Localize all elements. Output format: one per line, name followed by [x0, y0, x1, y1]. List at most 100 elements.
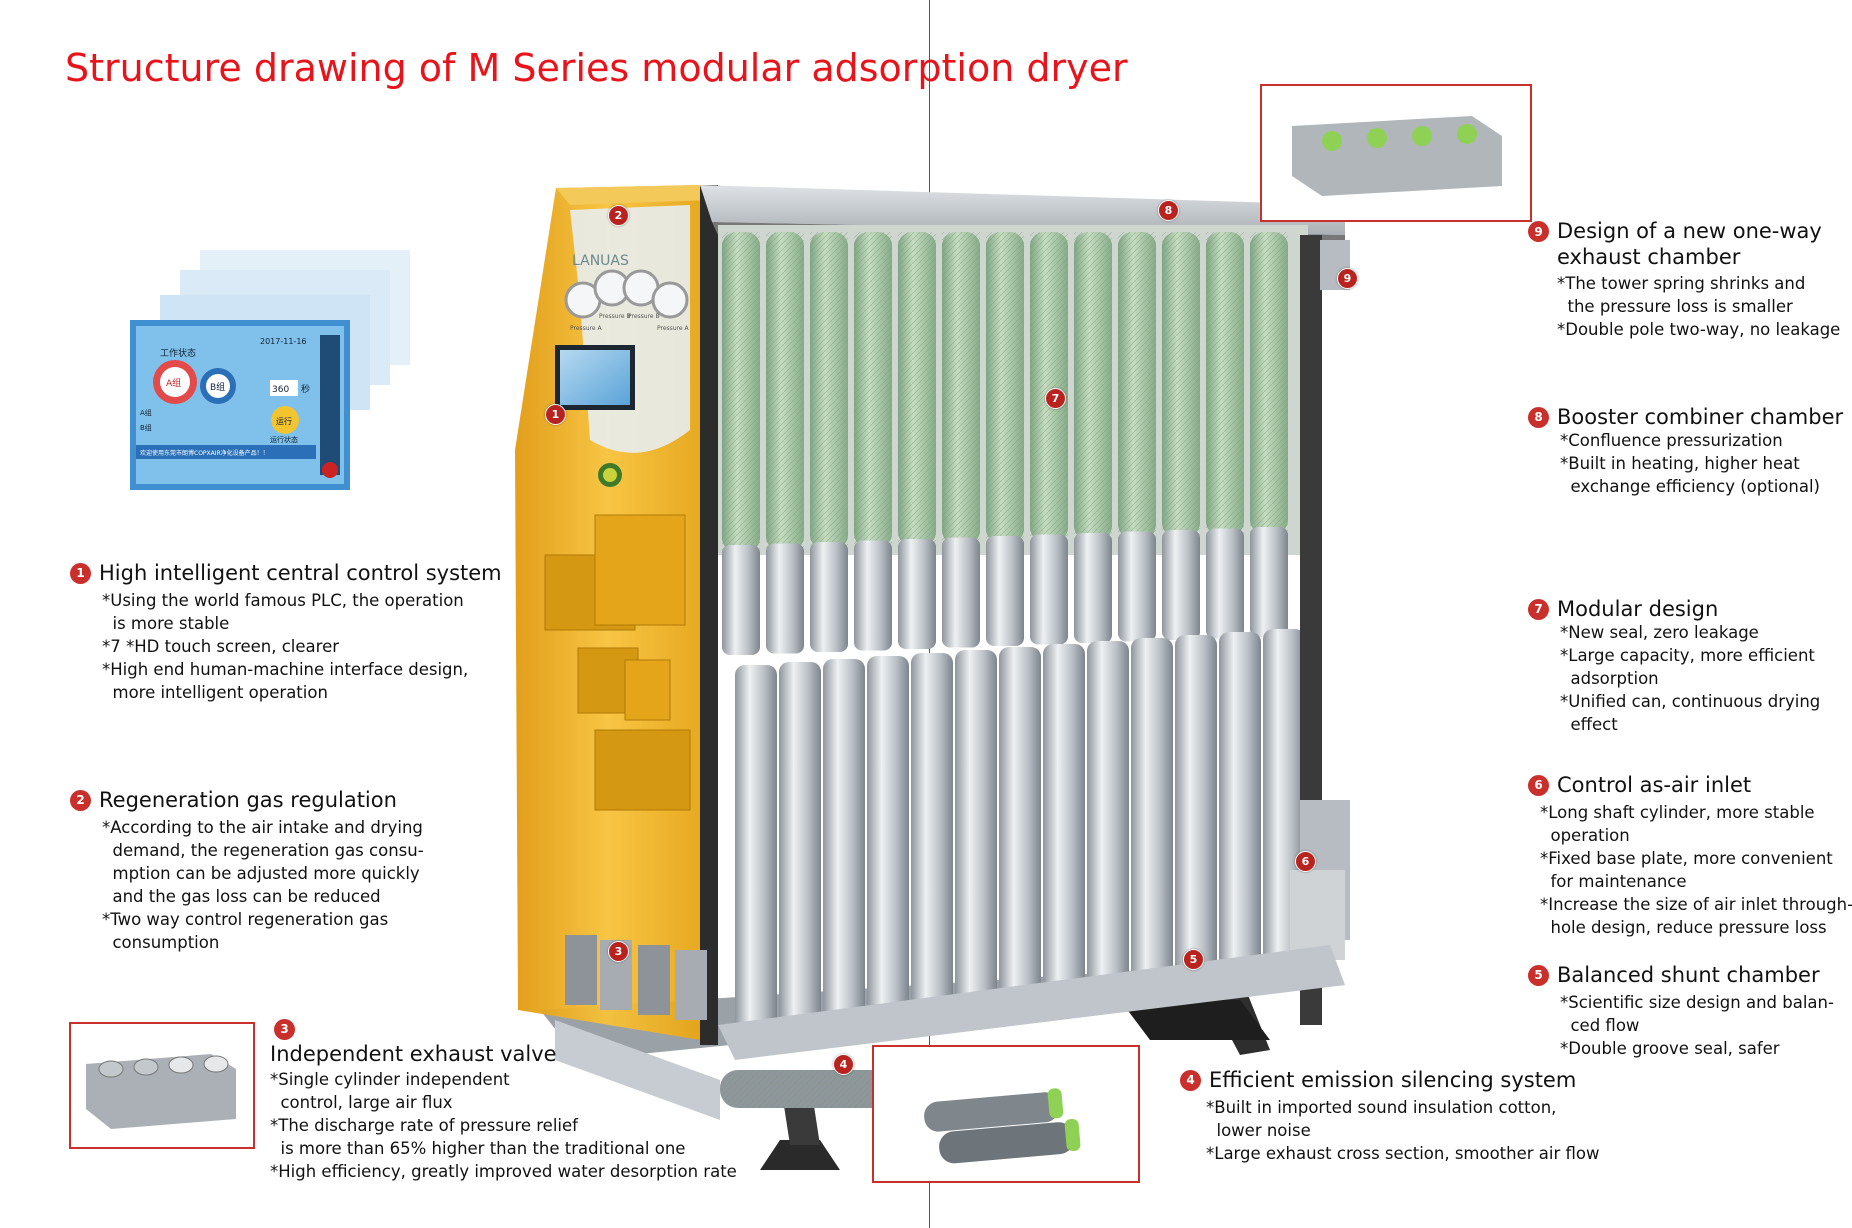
- marker-1: 1: [545, 404, 566, 425]
- marker-9: 9: [1337, 268, 1358, 289]
- front-panel-3: [823, 659, 865, 1032]
- callout-3: 3 Independent exhaust valve *Single cyli…: [270, 1018, 737, 1183]
- callout-line: *Large capacity, more efficient: [1560, 646, 1815, 665]
- callout-6-heading: Control as-air inlet: [1557, 773, 1752, 797]
- callout-9: 9 Design of a new one-way exhaust chambe…: [1528, 218, 1841, 341]
- front-panel-12: [1219, 632, 1261, 974]
- module-cylinder-6: [942, 537, 980, 648]
- hmi-run-button: 运行: [276, 416, 292, 426]
- hmi-group-b: B组: [210, 381, 225, 393]
- callout-line: *According to the air intake and drying: [102, 818, 423, 837]
- callout-line: demand, the regeneration gas consu-: [102, 841, 424, 860]
- callout-line: *Confluence pressurization: [1560, 431, 1783, 450]
- svg-text:Pressure B: Pressure B: [599, 313, 631, 320]
- callout-line: *Built in heating, higher heat: [1560, 454, 1800, 473]
- page-title: Structure drawing of M Series modular ad…: [65, 46, 1128, 90]
- callout-line: hole design, reduce pressure loss: [1540, 918, 1827, 937]
- callout-line: *Double groove seal, safer: [1560, 1039, 1780, 1058]
- hmi-row-a: A组: [140, 408, 152, 417]
- module-cylinder-9: [1074, 533, 1112, 643]
- module-cylinder-2: [766, 543, 804, 654]
- module-cylinder-4: [854, 540, 892, 651]
- badge-1: 1: [70, 562, 91, 584]
- callout-4-heading: Efficient emission silencing system: [1209, 1068, 1577, 1092]
- callout-line: effect: [1560, 715, 1618, 734]
- module-cylinder-7: [986, 536, 1024, 646]
- module-cylinder-13: [1250, 527, 1288, 637]
- hmi-group-a: A组: [166, 377, 181, 389]
- front-panel-8: [1043, 644, 1085, 1000]
- marker-4: 4: [833, 1054, 854, 1075]
- callout-5-heading: Balanced shunt chamber: [1557, 963, 1820, 987]
- hmi-screen-stack: 工作状态 A组 B组 2017-11-16 360 秒 运行 运行状态 A组 B…: [130, 250, 410, 490]
- badge-7: 7: [1528, 598, 1549, 620]
- hmi-countdown: 360: [272, 385, 289, 395]
- badge-8: 8: [1528, 406, 1549, 428]
- callout-line: control, large air flux: [270, 1092, 453, 1112]
- callout-line: more intelligent operation: [102, 683, 328, 702]
- callout-line: *The tower spring shrinks and: [1557, 274, 1806, 293]
- callout-1: 1 High intelligent central control syste…: [70, 561, 502, 704]
- front-panel-11: [1175, 635, 1217, 980]
- callout-line: lower noise: [1206, 1121, 1311, 1140]
- hmi-countdown-unit: 秒: [301, 383, 310, 395]
- marker-7: 7: [1045, 388, 1066, 409]
- callout-7-heading: Modular design: [1557, 597, 1719, 621]
- module-cylinder-10: [1118, 531, 1156, 642]
- callout-line: *Long shaft cylinder, more stable: [1540, 803, 1815, 822]
- svg-text:Pressure A: Pressure A: [657, 325, 690, 332]
- marker-8: 8: [1158, 200, 1179, 221]
- callout-5: 5 Balanced shunt chamber *Scientific siz…: [1528, 963, 1834, 1060]
- callout-line: *Fixed base plate, more convenient: [1540, 849, 1833, 868]
- callout-line: *Increase the size of air inlet through-: [1540, 895, 1852, 914]
- callout-line: is more than 65% higher than the traditi…: [270, 1138, 686, 1158]
- callout-line: consumption: [102, 933, 220, 952]
- badge-9: 9: [1528, 221, 1549, 242]
- callout-line: ced flow: [1560, 1016, 1640, 1035]
- module-cylinder-11: [1162, 530, 1200, 640]
- front-panel-5: [911, 653, 953, 1019]
- marker-5: 5: [1183, 949, 1204, 970]
- callout-4: 4 Efficient emission silencing system *B…: [1180, 1068, 1600, 1165]
- marker-2: 2: [608, 205, 629, 226]
- callout-line: for maintenance: [1540, 872, 1687, 891]
- svg-text:Pressure A: Pressure A: [570, 325, 603, 332]
- hmi-row-b: B组: [140, 423, 152, 432]
- callout-line: *Using the world famous PLC, the operati…: [102, 591, 464, 610]
- callout-line: the pressure loss is smaller: [1557, 297, 1793, 316]
- pressure-gauges: Pressure A Pressure B Pressure B Pressur…: [564, 269, 690, 332]
- callout-2-heading: Regeneration gas regulation: [99, 788, 397, 812]
- callout-line: *Built in imported sound insulation cott…: [1206, 1098, 1557, 1117]
- inset-exhaust-chamber: [1260, 84, 1532, 222]
- callout-line: operation: [1540, 826, 1630, 845]
- callout-line: *Double pole two-way, no leakage: [1557, 320, 1841, 339]
- hmi-run-status: 运行状态: [270, 435, 298, 444]
- callout-7: 7 Modular design *New seal, zero leakage…: [1528, 597, 1820, 736]
- inset-silencers: [872, 1045, 1140, 1183]
- front-panel-2: [779, 662, 821, 1039]
- callout-2: 2 Regeneration gas regulation *According…: [70, 788, 424, 954]
- callout-line: *High efficiency, greatly improved water…: [270, 1161, 737, 1181]
- badge-2: 2: [70, 789, 91, 811]
- hmi-status-title: 工作状态: [160, 347, 196, 359]
- module-cylinder-12: [1206, 528, 1244, 639]
- callout-8: 8 Booster combiner chamber *Confluence p…: [1528, 405, 1843, 498]
- callout-6: 6 Control as-air inlet *Long shaft cylin…: [1528, 773, 1852, 939]
- module-cylinder-5: [898, 539, 936, 649]
- front-panel-6: [955, 650, 997, 1013]
- exhaust-valves-bottom: [565, 935, 707, 1020]
- callout-line: *Single cylinder independent: [270, 1069, 510, 1089]
- callout-line: *New seal, zero leakage: [1560, 623, 1759, 642]
- callout-line: exchange efficiency (optional): [1560, 477, 1820, 496]
- module-cylinder-1: [722, 545, 760, 655]
- callout-line: and the gas loss can be reduced: [102, 887, 381, 906]
- callout-line: *7 *HD touch screen, clearer: [102, 637, 340, 656]
- control-cabinet: LANUAS Pressure A Pressure B Pressure B …: [515, 185, 718, 1045]
- brand-logo: LANUAS: [572, 253, 629, 269]
- module-cylinder-8: [1030, 534, 1068, 645]
- callout-line: *Scientific size design and balan-: [1560, 993, 1834, 1012]
- callout-line: *Unified can, continuous drying: [1560, 692, 1821, 711]
- callout-line: *Large exhaust cross section, smoother a…: [1206, 1144, 1600, 1163]
- hmi-welcome: 欢迎使用东莞市朗博COPXAIR净化设备产品！！: [140, 449, 269, 457]
